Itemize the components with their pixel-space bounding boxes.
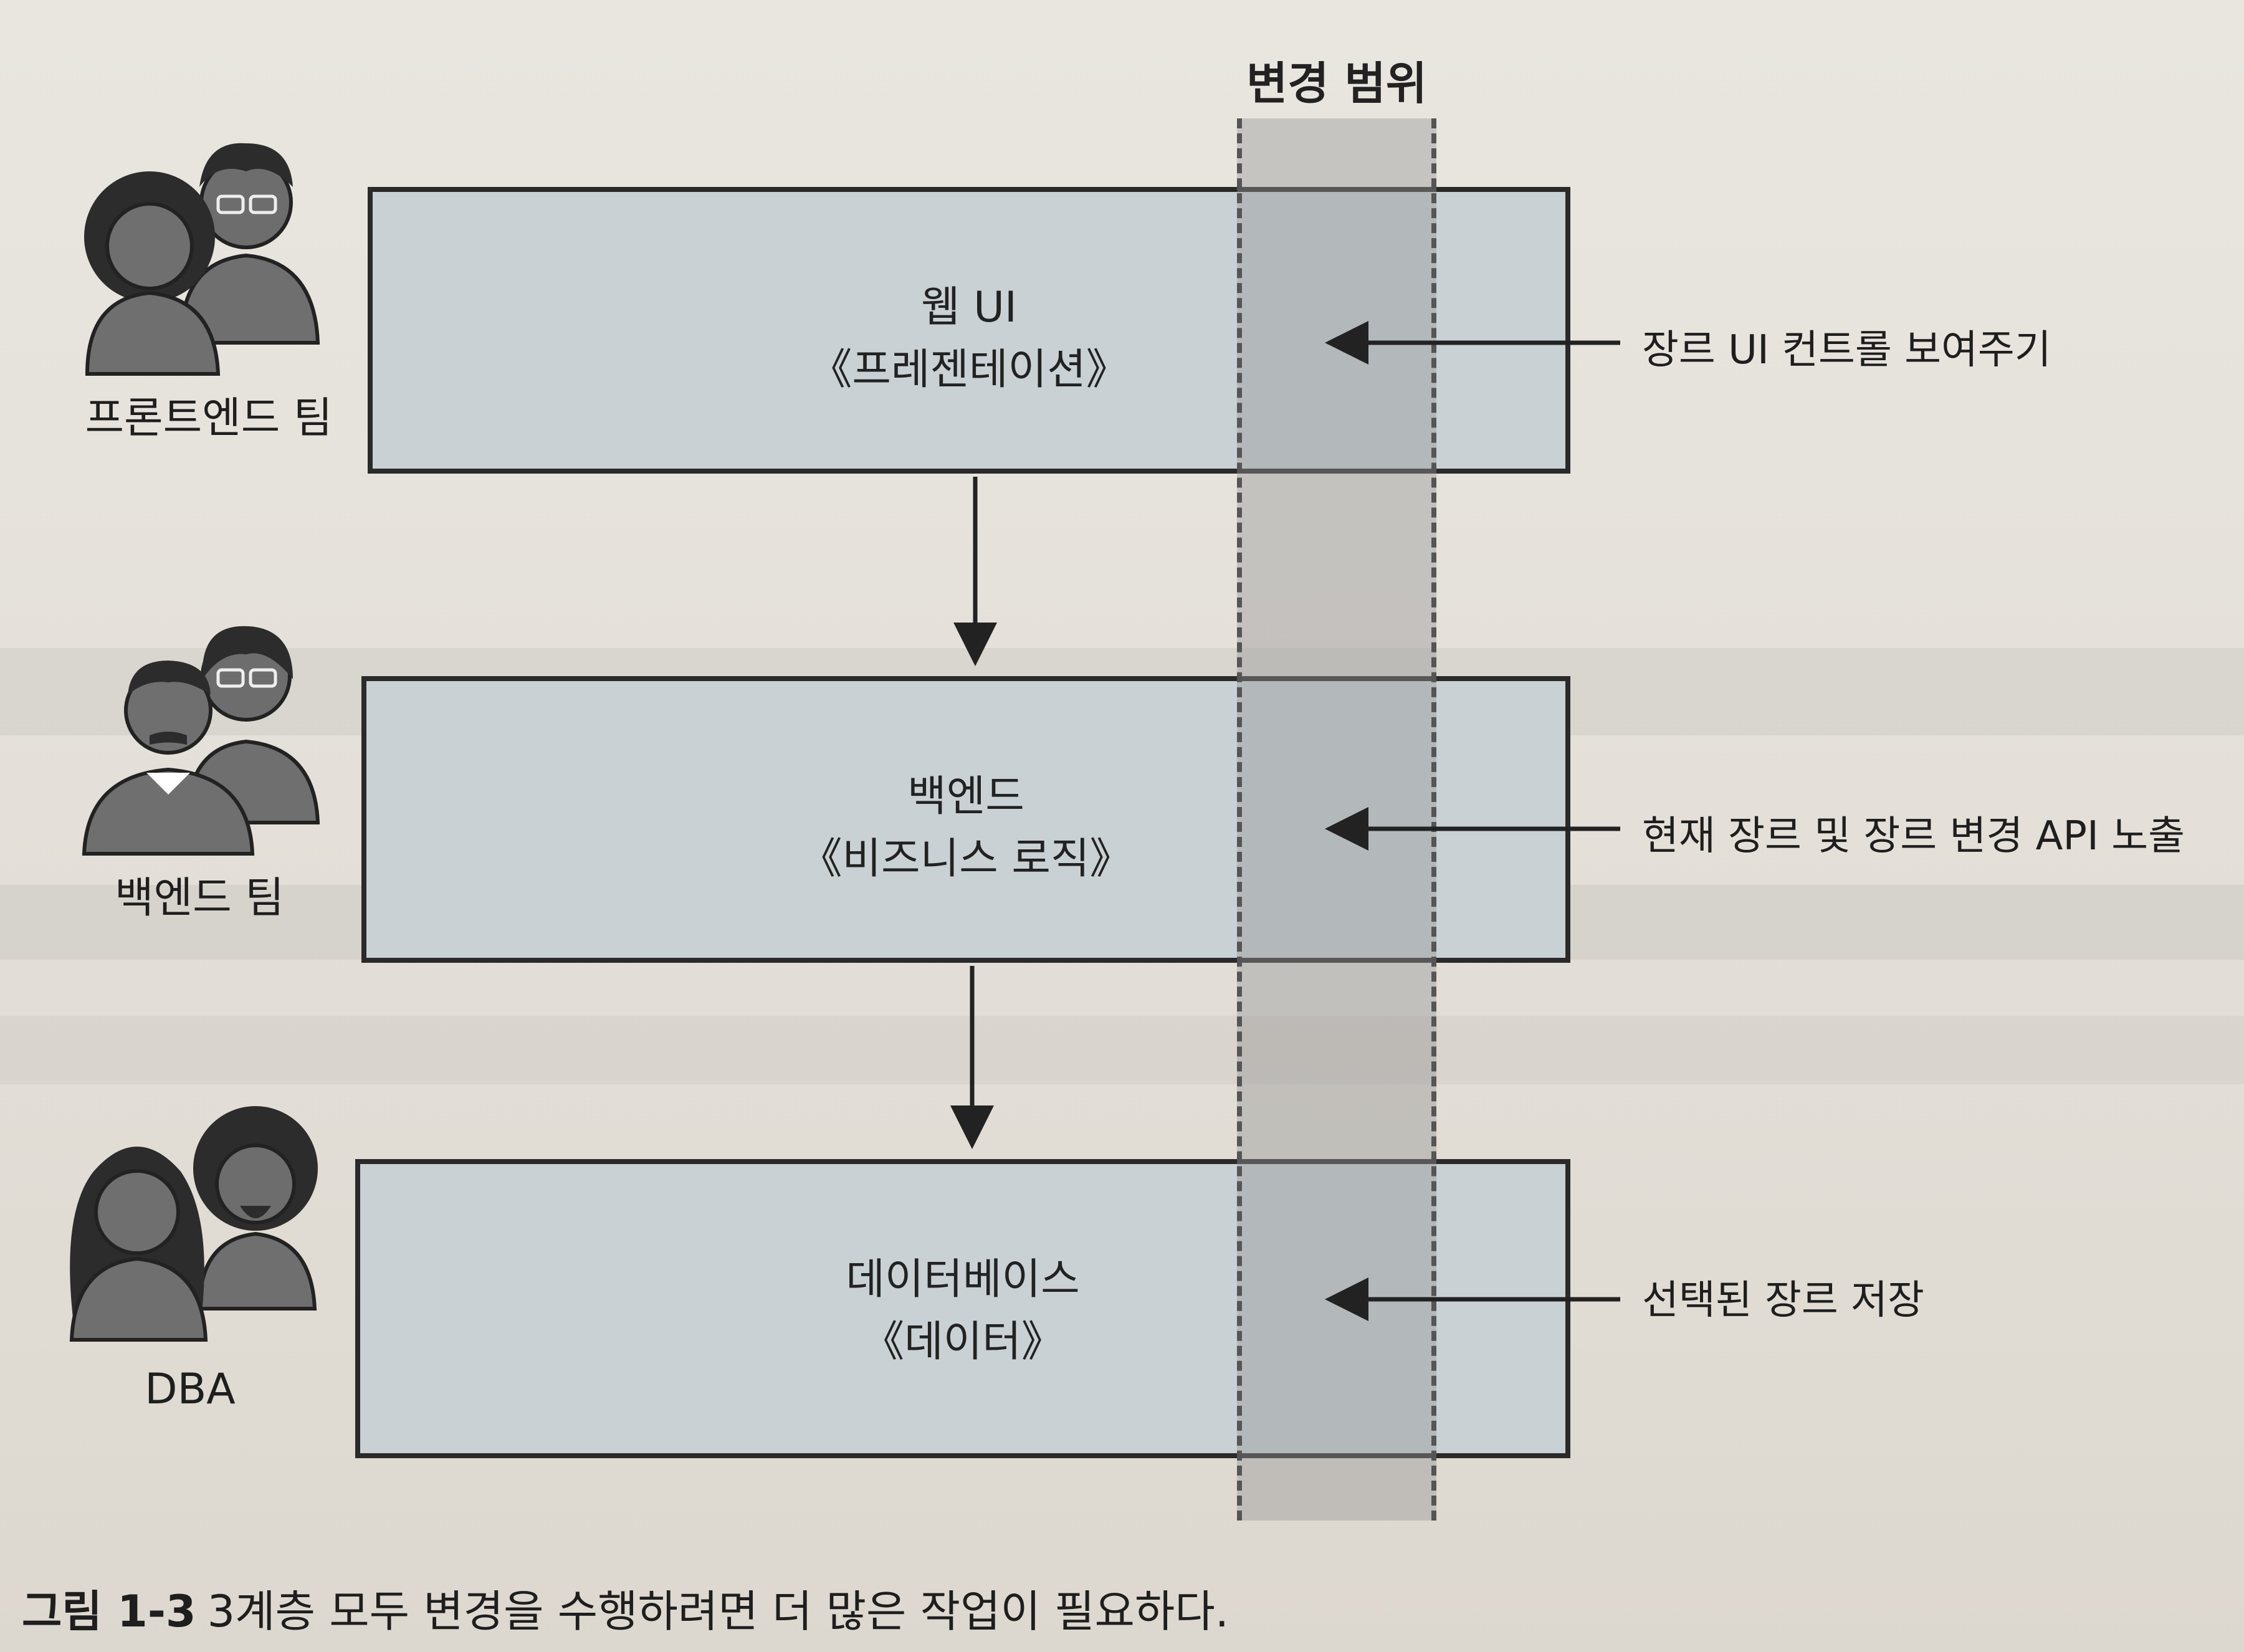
team-label-frontend: 프론트엔드 팀 — [85, 394, 333, 443]
figure-number: 그림 1-3 — [22, 1586, 196, 1637]
layer-title: 데이터베이스 — [846, 1255, 1080, 1304]
people-pair-icon — [69, 1106, 318, 1342]
people-pair-icon — [84, 143, 320, 376]
figure-caption-text: 3계층 모두 변경을 수행하려면 더 많은 작업이 필요하다. — [207, 1586, 1229, 1637]
annotation-text: 장르 UI 컨트롤 보여주기 — [1642, 327, 2051, 373]
bleed-through-band — [0, 1016, 2244, 1084]
layer-box-database: 데이터베이스 《데이터》 — [355, 1159, 1570, 1458]
team-label-dba: DBA — [145, 1365, 236, 1414]
layer-stereotype: 《프레젠테이션》 — [809, 345, 1129, 394]
annotation-text: 현재 장르 및 장르 변경 API 노출 — [1642, 813, 2185, 859]
layer-box-web-ui: 웹 UI 《프레젠테이션》 — [368, 187, 1570, 474]
layer-stereotype: 《비즈니스 로직》 — [800, 834, 1132, 884]
people-pair-icon — [82, 626, 320, 856]
team-label-backend: 백엔드 팀 — [115, 874, 284, 923]
layer-title: 백엔드 — [907, 772, 1024, 821]
layer-stereotype: 《데이터》 — [862, 1317, 1064, 1367]
change-scope-label: 변경 범위 — [1246, 57, 1428, 110]
layer-title: 웹 UI — [920, 283, 1017, 332]
layer-box-backend: 백엔드 《비즈니스 로직》 — [361, 676, 1570, 963]
annotation-text: 선택된 장르 저장 — [1642, 1277, 1924, 1324]
